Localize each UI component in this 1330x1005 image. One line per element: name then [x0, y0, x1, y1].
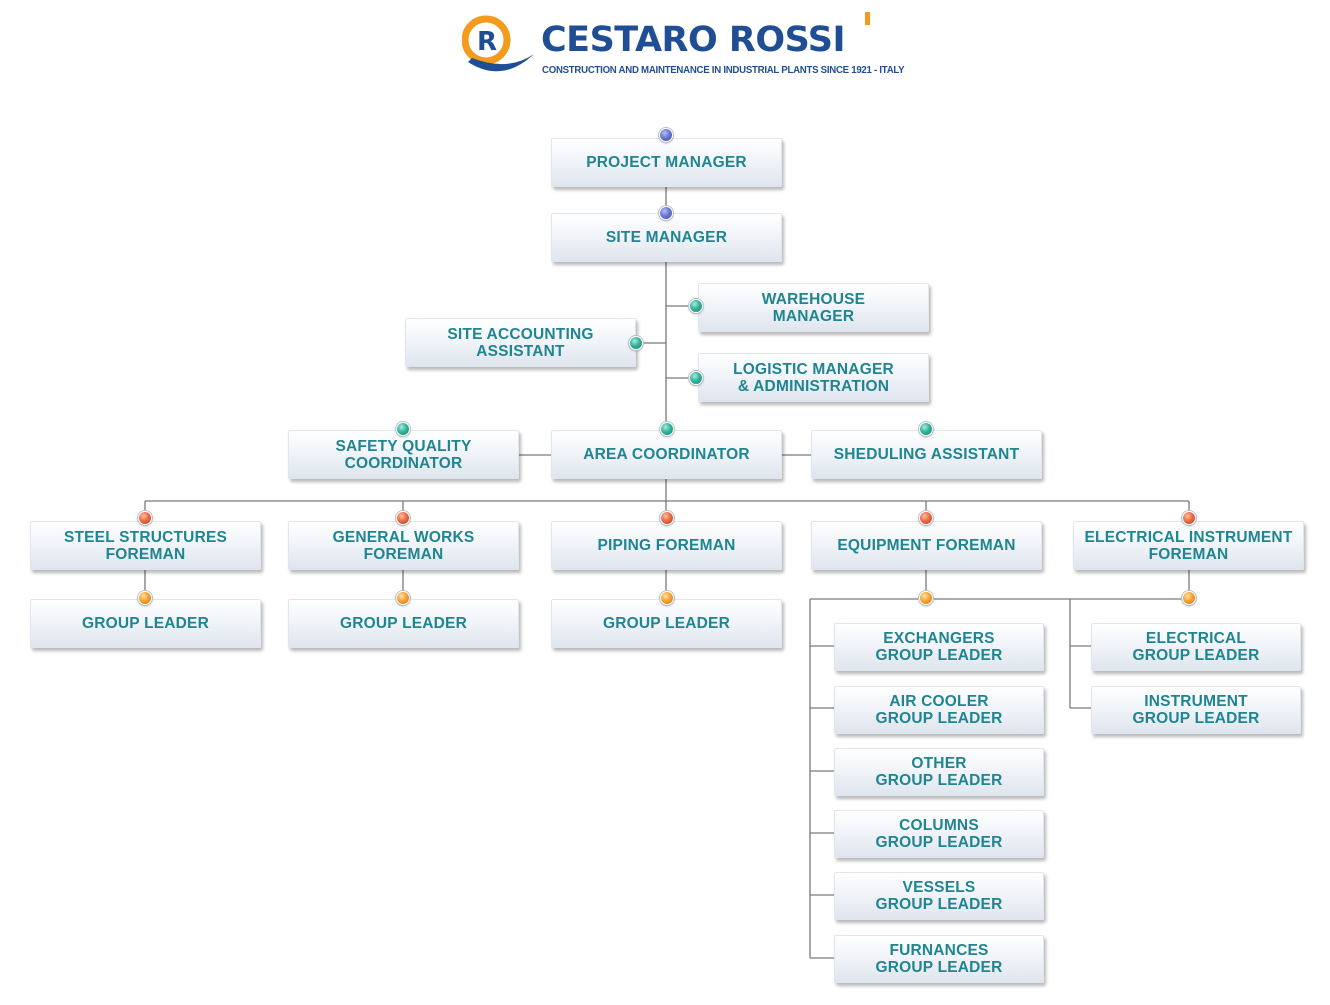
node-logistic-manager: LOGISTIC MANAGER & ADMINISTRATION	[698, 353, 929, 402]
node-instrument-group-leader: INSTRUMENT GROUP LEADER	[1091, 686, 1301, 734]
brand-name: CESTARO ROSSI	[541, 20, 846, 60]
node-piping-foreman: PIPING FOREMAN	[551, 521, 782, 570]
node-furnances-group-leader: FURNANCES GROUP LEADER	[834, 935, 1044, 983]
node-dot-group-leader-piping	[660, 591, 674, 605]
node-dot-site-accounting-assistant	[629, 336, 643, 350]
node-dot-area-coordinator	[660, 422, 674, 436]
logo-emblem-icon: R	[462, 15, 534, 72]
node-general-works-foreman: GENERAL WORKS FOREMAN	[288, 521, 519, 570]
node-dot-logistic-manager	[689, 371, 703, 385]
node-warehouse-manager: WAREHOUSE MANAGER	[698, 283, 929, 332]
node-dot-group-leader-general	[396, 591, 410, 605]
brand-accent-bar	[865, 12, 870, 25]
company-logo: R CESTARO ROSSI CONSTRUCTION AND MAINTEN…	[462, 10, 905, 78]
node-dot-electrical-instrument-foreman	[1182, 511, 1196, 525]
node-dot-warehouse-manager	[689, 299, 703, 313]
node-dot-electrical-instrument-foreman	[1182, 591, 1196, 605]
node-dot-sheduling-assistant	[919, 422, 933, 436]
node-dot-equipment-foreman	[919, 511, 933, 525]
node-other-group-leader: OTHER GROUP LEADER	[834, 748, 1044, 796]
node-electrical-instrument-foreman: ELECTRICAL INSTRUMENT FOREMAN	[1073, 521, 1304, 570]
node-dot-group-leader-steel	[138, 591, 152, 605]
node-dot-safety-quality-coordinator	[396, 422, 410, 436]
brand-tagline: CONSTRUCTION AND MAINTENANCE IN INDUSTRI…	[542, 64, 905, 76]
node-area-coordinator: AREA COORDINATOR	[551, 430, 782, 479]
node-project-manager: PROJECT MANAGER	[551, 138, 782, 187]
node-air-cooler-group-leader: AIR COOLER GROUP LEADER	[834, 686, 1044, 734]
node-sheduling-assistant: SHEDULING ASSISTANT	[811, 430, 1042, 479]
node-dot-piping-foreman	[660, 511, 674, 525]
node-steel-structures-foreman: STEEL STRUCTURES FOREMAN	[30, 521, 261, 570]
node-columns-group-leader: COLUMNS GROUP LEADER	[834, 810, 1044, 858]
node-site-accounting-assistant: SITE ACCOUNTING ASSISTANT	[405, 318, 636, 367]
node-site-manager: SITE MANAGER	[551, 213, 782, 262]
node-dot-project-manager	[659, 128, 673, 142]
node-vessels-group-leader: VESSELS GROUP LEADER	[834, 872, 1044, 920]
node-dot-site-manager	[659, 206, 673, 220]
node-safety-quality-coordinator: SAFETY QUALITY COORDINATOR	[288, 430, 519, 479]
node-group-leader-general: GROUP LEADER	[288, 599, 519, 648]
node-electrical-group-leader: ELECTRICAL GROUP LEADER	[1091, 623, 1301, 671]
node-equipment-foreman: EQUIPMENT FOREMAN	[811, 521, 1042, 570]
node-dot-steel-structures-foreman	[138, 511, 152, 525]
node-dot-general-works-foreman	[396, 511, 410, 525]
node-group-leader-piping: GROUP LEADER	[551, 599, 782, 648]
node-dot-equipment-foreman	[919, 591, 933, 605]
node-exchangers-group-leader: EXCHANGERS GROUP LEADER	[834, 623, 1044, 671]
svg-text:R: R	[477, 27, 497, 57]
node-group-leader-steel: GROUP LEADER	[30, 599, 261, 648]
